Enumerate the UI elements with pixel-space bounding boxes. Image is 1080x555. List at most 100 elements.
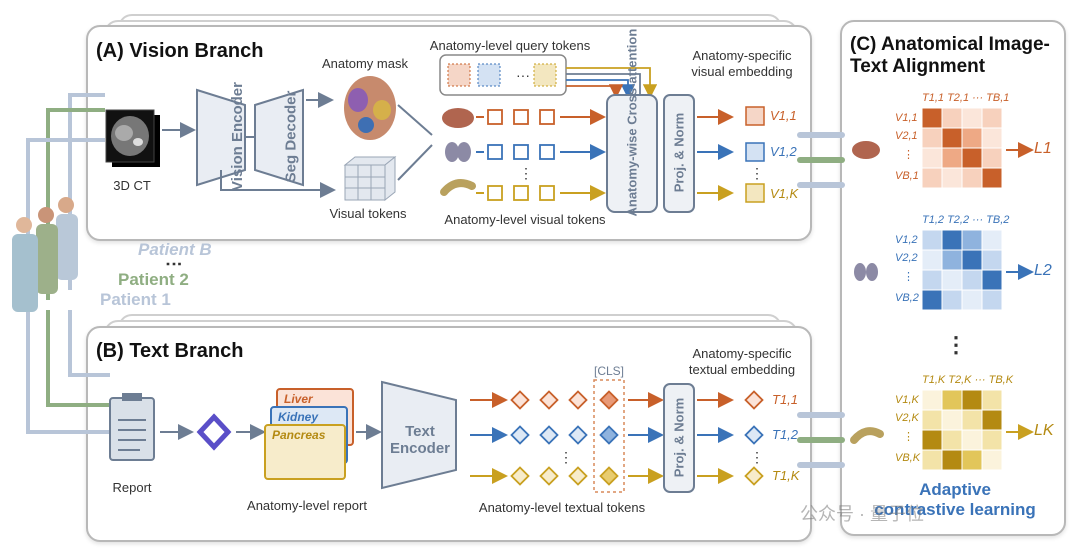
matrix-cell [941,269,963,291]
matrix-pancreas [921,389,1003,471]
alignment-caption-2: contrastive learning [874,500,1036,519]
align-pancreas-icon [850,427,884,444]
matrix-cell [981,107,1003,129]
matrix-cell [921,127,943,149]
matrix-cell [941,229,963,251]
patients-icon [12,197,78,312]
matrix-cell [921,147,943,169]
loss-k: LK [1034,422,1054,439]
vision-proj-norm-box [663,94,695,213]
patient-1-label: Patient 1 [100,290,171,309]
text-output-k: T1,K [772,468,800,483]
report-label: Report [112,480,152,495]
anatomy-mask-icon [344,76,396,140]
matrix-1-row-1: V1,1 [895,112,918,124]
matrix-cell [941,249,963,271]
matrix-2-row-4: VB,2 [895,292,919,304]
matrix-kidney [921,229,1003,311]
llm-logo-icon [196,413,232,451]
matrix-cell [941,289,963,311]
matrix-cell [941,449,963,471]
cls-highlight-box [593,379,625,493]
patient-b-label: Patient B [138,240,212,259]
svg-text:⋮: ⋮ [750,449,764,465]
matrix-cell [981,167,1003,189]
vision-encoder-shape [196,88,246,187]
textual-tokens-label: Anatomy-level textual tokens [478,500,646,515]
matrix-cell [921,167,943,189]
matrix-cell [981,127,1003,149]
matrix-cell [961,429,983,451]
matrix-cell [941,429,963,451]
text-output-1: T1,1 [772,392,799,407]
liver-icon [442,108,474,128]
matrix-cell [981,409,1003,431]
matrix-2-row-3: ⋮ [903,271,914,283]
textual-embedding-label-1: Anatomy-specific [692,346,792,361]
svg-text:⋮: ⋮ [559,449,573,465]
vision-proj-norm-label: Proj. & Norm [671,112,687,193]
anatomy-report-label: Anatomy-level report [247,498,367,513]
report-clipboard-icon [109,393,155,461]
matrix-cell [981,389,1003,411]
matrix-cell [961,249,983,271]
matrix-cell [961,107,983,129]
patient-b-line-text [68,310,110,377]
matrix-1-row-2: V2,1 [895,130,918,142]
matrix-cell [961,229,983,251]
matrix-cell [981,147,1003,169]
matrix-cell [961,269,983,291]
text-encoder-shape [381,380,457,490]
matrix-1-row-3: ⋮ [903,149,914,161]
matrix-3-cols: T1,K T2,K ··· TB,K [922,374,1014,386]
vision-branch-title: (A) Vision Branch [96,40,264,62]
matrix-cell [921,107,943,129]
cross-attention-label: Anatomy-wise Cross-attention [624,28,640,217]
svg-text:⋮: ⋮ [750,165,764,181]
matrix-cell [961,167,983,189]
loss-2: L2 [1034,262,1052,279]
visual-tokens-label: Visual tokens [329,206,407,221]
matrix-cell [961,147,983,169]
visual-embedding-label-2: visual embedding [691,64,793,79]
loss-1: L1 [1034,140,1052,157]
text-branch-title: (B) Text Branch [96,340,244,362]
matrix-3-row-3: ⋮ [903,431,914,443]
matrix-ellipsis: ⋮ [945,332,967,357]
cross-attention-box [606,94,658,213]
matrix-cell [921,429,943,451]
matrix-cell [981,289,1003,311]
matrix-cell [941,167,963,189]
query-tokens-label: Anatomy-level query tokens [429,38,591,53]
ct-label: 3D CT [113,178,151,193]
matrix-liver [921,107,1003,189]
textual-embedding-label-2: textual embedding [688,362,796,377]
vision-output-2: V1,2 [770,144,797,159]
anatomy-visual-tokens-label: Anatomy-level visual tokens [444,212,606,227]
patient-1-line-text [26,310,110,434]
svg-text:⋮: ⋮ [519,165,533,181]
matrix-cell [921,389,943,411]
matrix-cell [961,409,983,431]
alignment-title-1: (C) Anatomical Image- [850,34,1050,55]
vision-encoder-label: Vision Encoder [228,82,246,191]
matrix-cell [941,107,963,129]
align-liver-icon [852,141,880,159]
pancreas-icon [440,179,476,196]
svg-text:···: ··· [516,67,530,83]
matrix-3-row-4: VB,K [895,452,921,464]
matrix-2-row-1: V1,2 [895,234,918,246]
matrix-cell [961,127,983,149]
matrix-3-row-1: V1,K [895,394,919,406]
matrix-cell [941,127,963,149]
patient-2-line-text [46,310,110,407]
matrix-3-row-2: V2,K [895,412,919,424]
matrix-cell [961,289,983,311]
cls-label: [CLS] [593,364,625,378]
anatomy-mask-label: Anatomy mask [322,56,408,71]
matrix-cell [921,289,943,311]
matrix-cell [941,409,963,431]
matrix-cell [981,229,1003,251]
align-kidney-icon [854,263,866,281]
vision-output-k: V1,K [770,186,799,201]
